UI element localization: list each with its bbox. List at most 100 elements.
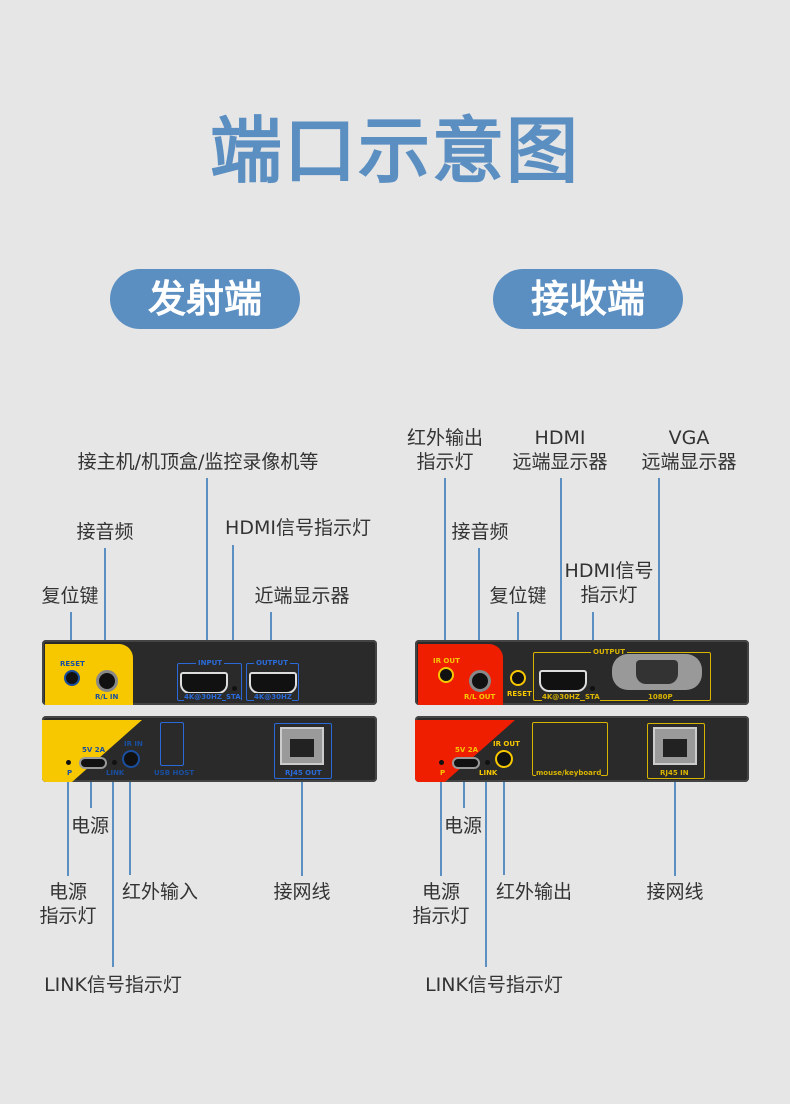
link-led — [485, 760, 490, 765]
page-title: 端口示意图 — [209, 109, 580, 193]
leader-line — [67, 782, 69, 876]
leader-line — [592, 612, 594, 660]
label-line: 指示灯 — [39, 905, 97, 927]
label-power: 电源 — [70, 815, 110, 837]
audio-jack[interactable] — [469, 670, 491, 692]
input-label: INPUT — [196, 659, 225, 667]
leader-line — [485, 782, 487, 967]
label-power-led: 电源指示灯 — [412, 880, 469, 928]
reset-button[interactable] — [64, 670, 80, 686]
sta-label: STA — [585, 693, 600, 701]
link-label: LINK — [106, 769, 125, 777]
label-line: HDMI信号 — [564, 560, 654, 582]
label-network: 接网线 — [273, 881, 331, 903]
label-line: VGA — [668, 427, 710, 449]
output-label: OUTPUT — [254, 659, 290, 667]
p-label: P — [67, 769, 73, 777]
reset-label: RESET — [60, 660, 85, 668]
ir-in-jack[interactable] — [122, 750, 140, 768]
rj45-group — [274, 723, 332, 779]
label-line: 红外输出 — [406, 427, 484, 449]
ir-out-jack[interactable] — [495, 750, 513, 768]
usb-c-power-port[interactable] — [452, 757, 480, 769]
ir-label: IR OUT — [493, 740, 520, 748]
sta-led — [232, 686, 237, 691]
usb-label: USB HOST — [154, 769, 195, 777]
usb-keyboard-mouse-port[interactable] — [532, 722, 608, 776]
label-audio: 接音频 — [451, 521, 509, 543]
link-label: LINK — [479, 769, 498, 777]
label-ir-led: 红外输出指示灯 — [407, 426, 483, 474]
power-label: 5V 2A — [82, 746, 106, 754]
label-source: 接主机/机顶盒/监控录像机等 — [77, 451, 319, 473]
output-label: OUTPUT — [591, 648, 627, 656]
usb-c-power-port[interactable] — [79, 757, 107, 769]
leader-line — [104, 548, 106, 672]
hdmi-input-port[interactable] — [180, 672, 228, 694]
receiver-back-panel: 5V 2A P LINK IR OUT mouse/keyboard RJ45 … — [415, 716, 749, 782]
leader-line — [444, 478, 446, 655]
vga-port[interactable] — [612, 654, 702, 690]
label-line: HDMI — [534, 427, 586, 449]
leader-line — [206, 478, 208, 655]
leader-line — [232, 545, 234, 665]
receiver-front-panel: IR OUT R/L OUT RESET OUTPUT 4K@30HZ STA … — [415, 640, 749, 705]
label-network: 接网线 — [646, 881, 704, 903]
hdmi-output-port[interactable] — [539, 670, 587, 692]
sender-heading: 发射端 — [110, 269, 300, 329]
label-reset: 复位键 — [41, 585, 99, 607]
audio-jack[interactable] — [96, 670, 118, 692]
sender-back-panel: 5V 2A P LINK IR IN USB HOST RJ45 OUT — [42, 716, 377, 782]
label-reset: 复位键 — [489, 585, 547, 607]
ir-label: IR IN — [124, 740, 143, 748]
leader-line — [90, 782, 92, 808]
usb-host-port[interactable] — [160, 722, 184, 766]
vga-label: 1080P — [648, 693, 673, 701]
label-audio: 接音频 — [76, 521, 134, 543]
audio-label: R/L OUT — [464, 693, 496, 701]
leader-line — [517, 612, 519, 663]
reset-label: RESET — [507, 690, 532, 698]
label-line: 远端显示器 — [512, 451, 608, 473]
label-link-led: LINK信号指示灯 — [44, 974, 182, 996]
label-power-led: 电源指示灯 — [39, 880, 96, 928]
power-label: 5V 2A — [455, 746, 479, 754]
reset-button[interactable] — [510, 670, 526, 686]
rj45-in-port[interactable] — [653, 727, 697, 765]
power-led — [66, 760, 71, 765]
label-power: 电源 — [443, 815, 483, 837]
sender-front-panel: RESET R/L IN INPUT OUTPUT 4K@30HZ STA 4K… — [42, 640, 377, 705]
label-line: 电源 — [421, 881, 461, 903]
label-ir-out: 红外输出 — [495, 881, 573, 903]
label-line: 指示灯 — [412, 905, 470, 927]
leader-line — [301, 782, 303, 876]
label-line: 电源 — [48, 881, 88, 903]
leader-line — [503, 782, 505, 875]
rj45-out-port[interactable] — [280, 727, 324, 765]
audio-label: R/L IN — [95, 693, 119, 701]
usb-label: mouse/keyboard — [536, 769, 602, 777]
label-line: 指示灯 — [416, 451, 474, 473]
hdmi-output-port[interactable] — [249, 672, 297, 694]
leader-line — [112, 782, 114, 967]
label-line: 远端显示器 — [641, 451, 737, 473]
label-link-led: LINK信号指示灯 — [425, 974, 563, 996]
leader-line — [463, 782, 465, 808]
leader-line — [560, 478, 562, 663]
ir-out-label: IR OUT — [433, 657, 460, 665]
sta-led — [590, 686, 595, 691]
leader-line — [478, 548, 480, 672]
p-label: P — [440, 769, 446, 777]
resolution-label: 4K@30HZ — [184, 693, 222, 701]
label-hdmi-led: HDMI信号指示灯 — [565, 559, 654, 607]
leader-line — [674, 782, 676, 876]
label-ir-in: 红外输入 — [121, 881, 199, 903]
leader-line — [270, 612, 272, 650]
power-led — [439, 760, 444, 765]
sta-label: STA — [226, 693, 241, 701]
label-local-display: 近端显示器 — [254, 585, 350, 607]
resolution-label: 4K@30HZ — [254, 693, 292, 701]
rj45-group — [647, 723, 705, 779]
